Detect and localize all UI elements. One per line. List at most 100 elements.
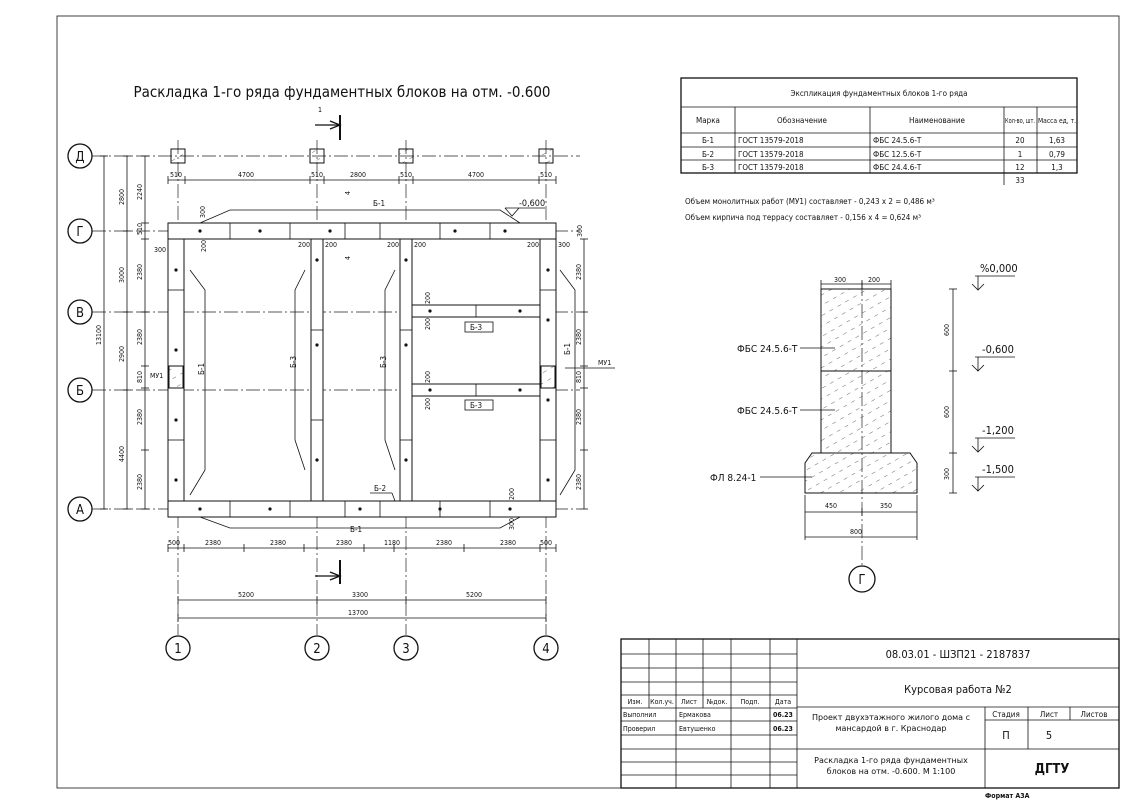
spec-header-mark: Марка [696, 116, 720, 125]
dim-top-1: 4700 [238, 171, 254, 179]
dim-small-300-d: 300 [576, 225, 584, 237]
level-1: -0,600 [982, 343, 1014, 356]
dim-top-0: 510 [170, 171, 182, 179]
sec-dim-top-1: 200 [868, 276, 880, 284]
dim-4b: 4 [344, 256, 352, 260]
dim-mid-1: 3300 [352, 591, 368, 599]
spec-cell: 0,79 [1049, 150, 1065, 159]
spec-cell: 1 [1018, 150, 1023, 159]
label-b1-top: Б-1 [373, 199, 385, 208]
spec-cell: ГОСТ 13579-2018 [738, 163, 804, 172]
spec-header-name: Наименование [909, 116, 966, 125]
level-2: -1,200 [982, 424, 1014, 437]
axis-label: 3 [402, 642, 409, 657]
stamp-stage: П [1002, 729, 1009, 742]
dim-bottom-5: 2380 [436, 539, 452, 547]
dim-small-300-b: 300 [558, 241, 570, 249]
label-b3-v1: Б-3 [289, 356, 298, 368]
label-mu1-left: МУ1 [150, 372, 163, 380]
spec-cell: 12 [1015, 163, 1024, 172]
section-mark-top: 1 [318, 106, 322, 114]
note-brick: Объем кирпича под террасу составляет - 0… [685, 212, 921, 222]
stamp-name-done: Ермакова [679, 711, 711, 719]
stamp-name-checked: Евтушенко [679, 725, 716, 733]
label-b3-h1: Б-3 [470, 323, 482, 332]
spec-cell: ФБС 12.5.6-Т [873, 150, 922, 159]
dim-right-3: 2380 [575, 409, 583, 425]
dim-right-1: 2380 [575, 329, 583, 345]
axis-markers-letters: Д Г В Б А [67, 143, 93, 522]
dim-top-5: 4700 [468, 171, 484, 179]
spec-header-designation: Обозначение [777, 115, 828, 125]
dim-right-0: 2380 [575, 264, 583, 280]
dim-left-outer-3: 4400 [118, 446, 126, 462]
dim-4a: 4 [344, 191, 352, 195]
spec-cell: 1,63 [1049, 136, 1065, 145]
dim-small-200: 200 [200, 240, 208, 252]
dim-bottom-7: 500 [540, 539, 552, 547]
spec-cell: 20 [1015, 136, 1025, 145]
spec-cell: ФБС 24.5.6-Т [873, 136, 922, 145]
dim-left-inner-5: 2380 [136, 409, 144, 425]
dim-mid-2: 5200 [466, 591, 482, 599]
axis-label: 4 [542, 642, 549, 657]
spec-cell: ФБС 24.4.6-Т [873, 163, 922, 172]
sec-dim-h1: 600 [943, 406, 951, 418]
sec-dim-total: 800 [850, 528, 862, 536]
dim-small-200-f: 200 [527, 241, 539, 249]
axis-label: 2 [313, 642, 320, 657]
foundation-plan: Д Г В Б А 1 2 3 4 [67, 106, 615, 661]
sec-dim-bottom-0: 450 [825, 502, 837, 510]
spec-cell: Б-2 [702, 150, 714, 159]
stamp-date-checked: 06.23 [773, 725, 793, 733]
stamp-header-sign: Подп. [740, 698, 759, 706]
dim-left-outer-0: 2800 [118, 189, 126, 205]
stamp-work: Курсовая работа №2 [904, 683, 1012, 696]
level-mark-plan: -0,600 [519, 199, 545, 209]
spec-caption: Экспликация фундаментных блоков 1-го ряд… [790, 88, 967, 98]
spec-total: 33 [1015, 176, 1024, 185]
label-mu1-right: МУ1 [598, 359, 611, 367]
dim-small-200-i: 200 [424, 371, 432, 383]
dim-left-outer-1: 3000 [118, 267, 126, 283]
dim-left-inner-4: 810 [136, 371, 144, 383]
spec-cell: ГОСТ 13579-2018 [738, 136, 804, 145]
dim-left-inner-0: 2240 [136, 184, 144, 200]
dim-total: 13700 [348, 609, 368, 617]
dim-right-2: 810 [575, 371, 583, 383]
stamp-stage-label: Стадия [992, 710, 1020, 719]
dim-left-inner-6: 2380 [136, 474, 144, 490]
spec-header-mass: Масса ед, т. [1038, 117, 1076, 125]
dim-small-200-g: 200 [424, 292, 432, 304]
axis-label: В [76, 306, 84, 321]
axis-markers-numbers: 1 2 3 4 [165, 635, 559, 661]
sec-label-fbs-lower: ФБС 24.5.6-Т [737, 406, 798, 417]
sec-axis-label: Г [858, 573, 865, 588]
dim-small-300-a: 300 [154, 246, 166, 254]
dim-small-200-h: 200 [424, 318, 432, 330]
drawing-title: Раскладка 1-го ряда фундаментных блоков … [133, 83, 550, 101]
title-block: Изм. Кол.уч. Лист №док. Подп. Дата Выпол… [620, 638, 1120, 800]
label-b3-v2: Б-3 [379, 356, 388, 368]
dim-small-200-b: 200 [298, 241, 310, 249]
stamp-role-done: Выполнил [623, 711, 657, 719]
dim-top-4: 510 [400, 171, 412, 179]
sec-dim-top-0: 300 [834, 276, 846, 284]
spec-cell: 1,3 [1051, 163, 1062, 172]
stamp-code: 08.03.01 - ШЗП21 - 2187837 [886, 648, 1031, 661]
stamp-project: Проект двухэтажного жилого дома с мансар… [812, 713, 970, 733]
sheet-frame [56, 15, 1120, 789]
stamp-org: ДГТУ [1035, 762, 1070, 777]
dim-bottom-0: 500 [168, 539, 180, 547]
axis-label: А [76, 503, 84, 518]
label-b1-left: Б-1 [197, 363, 206, 375]
stamp-sheet: 5 [1046, 729, 1052, 742]
stamp-header-kol: Кол.уч. [650, 698, 674, 706]
axis-label: Г [76, 225, 83, 240]
dim-bottom-1: 2380 [205, 539, 221, 547]
note-monolith: Объем монолитных работ (МУ1) составляет … [685, 196, 935, 206]
spec-cell: Б-1 [702, 136, 714, 145]
dim-bottom-4: 1180 [384, 539, 400, 547]
dim-right-4: 2380 [575, 474, 583, 490]
